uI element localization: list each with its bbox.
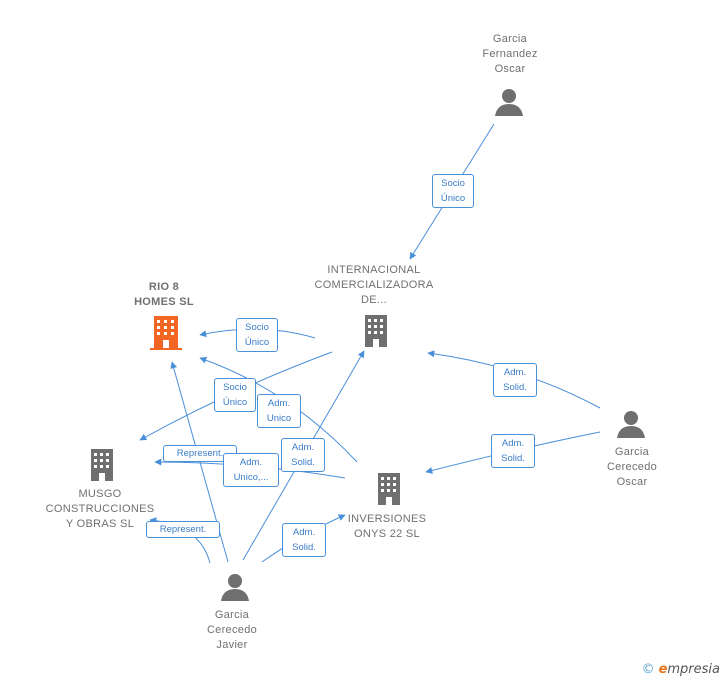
person-icon-garcia-cerecedo-javier: [221, 574, 249, 601]
node-label-garcia-cerecedo-javier[interactable]: Garcia Cerecedo Javier: [206, 609, 258, 651]
edge-label-socio-unico: Socio Único: [214, 378, 256, 412]
building-icon-musgo: [91, 449, 113, 481]
building-icon-rio8: [150, 316, 182, 350]
node-label-internacional[interactable]: INTERNACIONAL COMERCIALIZADORA DE...: [314, 264, 434, 306]
copyright-icon: ©: [641, 662, 655, 677]
edge-label-adm-solid: Adm. Solid.: [282, 523, 326, 557]
edge-label-adm-solid: Adm. Solid.: [281, 438, 325, 472]
edge-label-adm-solid: Adm. Solid.: [493, 363, 537, 397]
node-label-rio8[interactable]: RIO 8 HOMES SL: [134, 281, 194, 308]
node-label-garcia-fernandez[interactable]: Garcia Fernandez Oscar: [482, 33, 538, 75]
brand-name: mpresia: [667, 662, 720, 677]
edge-label-socio-unico: Socio Único: [236, 318, 278, 352]
edge-label-represent: Represent.: [163, 445, 237, 462]
node-label-garcia-cerecedo-oscar[interactable]: Garcia Cerecedo Oscar: [606, 446, 658, 488]
edge-label-represent: Represent.: [146, 521, 220, 538]
edge-label-adm-solid: Adm. Solid.: [491, 434, 535, 468]
edge-label-adm-unico-ellipsis: Adm. Unico,...: [223, 453, 279, 487]
edge-label-socio-unico: Socio Único: [432, 174, 474, 208]
node-label-musgo[interactable]: MUSGO CONSTRUCCIONES Y OBRAS SL: [45, 488, 155, 530]
person-icon-garcia-fernandez: [495, 89, 523, 116]
building-icon-inversiones: [378, 473, 400, 505]
brand-logo-e: e: [658, 662, 668, 677]
building-icon-internacional: [365, 315, 387, 347]
brand-footer: ©empresia: [642, 662, 720, 677]
person-icon-garcia-cerecedo-oscar: [617, 411, 645, 438]
edge-label-adm-unico: Adm. Unico: [257, 394, 301, 428]
node-label-inversiones[interactable]: INVERSIONES ONYS 22 SL: [347, 513, 427, 540]
